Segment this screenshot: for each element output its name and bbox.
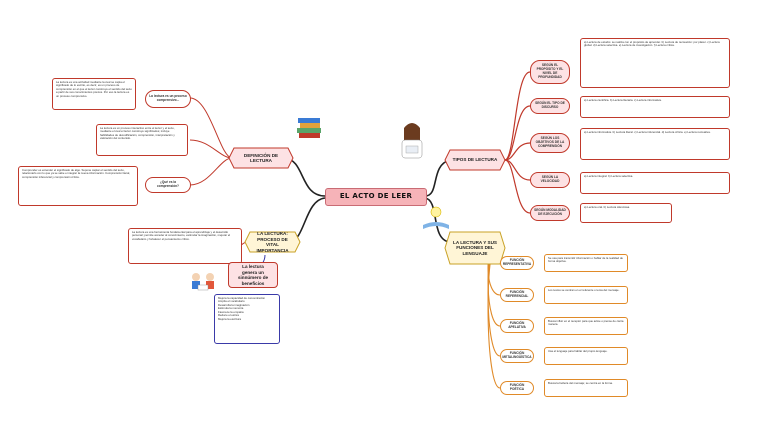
branch-left-2 — [189, 139, 233, 159]
branch-tipos-1 — [504, 71, 531, 161]
funciones-text: LA LECTURA Y SUS FUNCIONES DEL LENGUAJE — [453, 239, 497, 256]
definicion-text-box: La lectura es un proceso interactivo ent… — [96, 124, 188, 156]
tipos-label: TIPOS DE LECTURA — [445, 150, 505, 170]
tipo-text-1: a) Lectura de estudio: se realiza con el… — [580, 38, 730, 88]
funcion-node-3: FUNCIÓN APELATIVA — [500, 319, 534, 333]
hex-vital — [244, 231, 301, 253]
beneficio-item: Reduce el estrés — [218, 313, 239, 318]
connector-right-top — [424, 159, 451, 197]
branch-left-1 — [189, 97, 233, 159]
funcion-node-2: FUNCIÓN REFERENCIAL — [500, 288, 534, 302]
tipo-node-3: SEGÚN LOS OBJETIVOS DE LA COMPRENSIÓN — [530, 133, 570, 153]
books-illustration — [297, 118, 321, 138]
beneficio-item: Amplía el vocabulario — [218, 299, 245, 304]
children-illustration — [192, 273, 214, 291]
funcion-text-3: Busca influir en el receptor para que ac… — [544, 317, 628, 335]
tipo-node-4: SEGÚN LA VELOCIDAD — [530, 172, 570, 188]
map-title: EL ACTO DE LEER — [325, 188, 427, 206]
beneficio-item: Mejora la capacidad de concentración — [218, 296, 266, 300]
definicion-label: DEFINICIÓN DE LECTURA — [229, 148, 293, 168]
beneficio-item: Estimula la memoria — [218, 306, 244, 311]
que-es-text-box: Comprender es entender el significado de… — [18, 166, 138, 206]
hex-tipos — [444, 149, 506, 171]
definicion-text: DEFINICIÓN DE LECTURA — [243, 152, 279, 164]
hex-definicion — [228, 147, 294, 169]
beneficio-item: Mejora la escritura — [218, 316, 242, 321]
tipo-text-3: a) Lectura informativa. b) Lectura liter… — [580, 128, 730, 160]
funcion-node-1: FUNCIÓN REPRESENTATIVA — [500, 256, 534, 270]
reader-illustration — [401, 123, 423, 159]
tipos-text: TIPOS DE LECTURA — [452, 157, 498, 163]
branch-tipos-2 — [504, 105, 531, 161]
branch-tipos-5 — [504, 159, 531, 214]
beneficios-node: La lectura genera un sinnúmero de benefi… — [228, 262, 278, 288]
lightbulb-book-illustration — [423, 206, 449, 229]
funcion-text-2: Los textos se centran en el referente o … — [544, 286, 628, 304]
tipo-text-4: a) Lectura integral. b) Lectura selectiv… — [580, 172, 730, 194]
tipo-text-2: a) Lectura científica. b) Lectura litera… — [580, 96, 730, 118]
tipo-node-2: SEGÚN EL TIPO DE DISCURSO — [530, 98, 570, 114]
branch-tipos-3 — [504, 142, 531, 161]
funcion-node-5: FUNCIÓN POÉTICA — [500, 381, 534, 395]
funcion-text-1: Se usa para transmitir información o hab… — [544, 254, 628, 272]
tipo-node-1: SEGÚN EL PROPÓSITO Y EL NIVEL DE PROFUND… — [530, 60, 570, 84]
beneficios-list: Mejora la capacidad de concentración Amp… — [214, 294, 280, 344]
vital-text: LA LECTURA: PROCESO DE VITAL IMPORTANCIA — [256, 231, 289, 253]
lectura-proceso-text: La lectura es una actividad mediante la … — [52, 78, 136, 110]
funcion-text-4: Usa el lenguaje para hablar del propio l… — [544, 347, 628, 365]
tipo-node-5: SEGÚN MODALIDAD DE EJECUCIÓN — [530, 205, 570, 221]
lectura-proceso-node: La lectura es un proceso comprensivo... — [145, 90, 191, 108]
tipo-text-5: a) Lectura oral. b) Lectura silenciosa. — [580, 203, 672, 223]
beneficio-item: Favorece la empatía — [218, 309, 244, 314]
connector-right-bottom — [424, 197, 451, 243]
funcion-node-4: FUNCIÓN METALINGÜÍSTICA — [500, 349, 534, 363]
branch-left-3 — [189, 157, 233, 186]
funciones-label: LA LECTURA Y SUS FUNCIONES DEL LENGUAJE — [445, 232, 505, 264]
que-es-node: ¿Qué es la comprensión? — [145, 177, 191, 193]
vital-text-box: La lectura es una herramienta fundamenta… — [128, 228, 242, 264]
beneficios-text: La lectura genera un sinnúmero de benefi… — [237, 264, 269, 286]
branch-func-5 — [487, 247, 501, 389]
funcion-text-5: Busca la belleza del mensaje; se centra … — [544, 379, 628, 397]
vital-label: LA LECTURA: PROCESO DE VITAL IMPORTANCIA — [245, 231, 300, 253]
beneficio-item: Desarrolla la imaginación — [218, 302, 250, 307]
